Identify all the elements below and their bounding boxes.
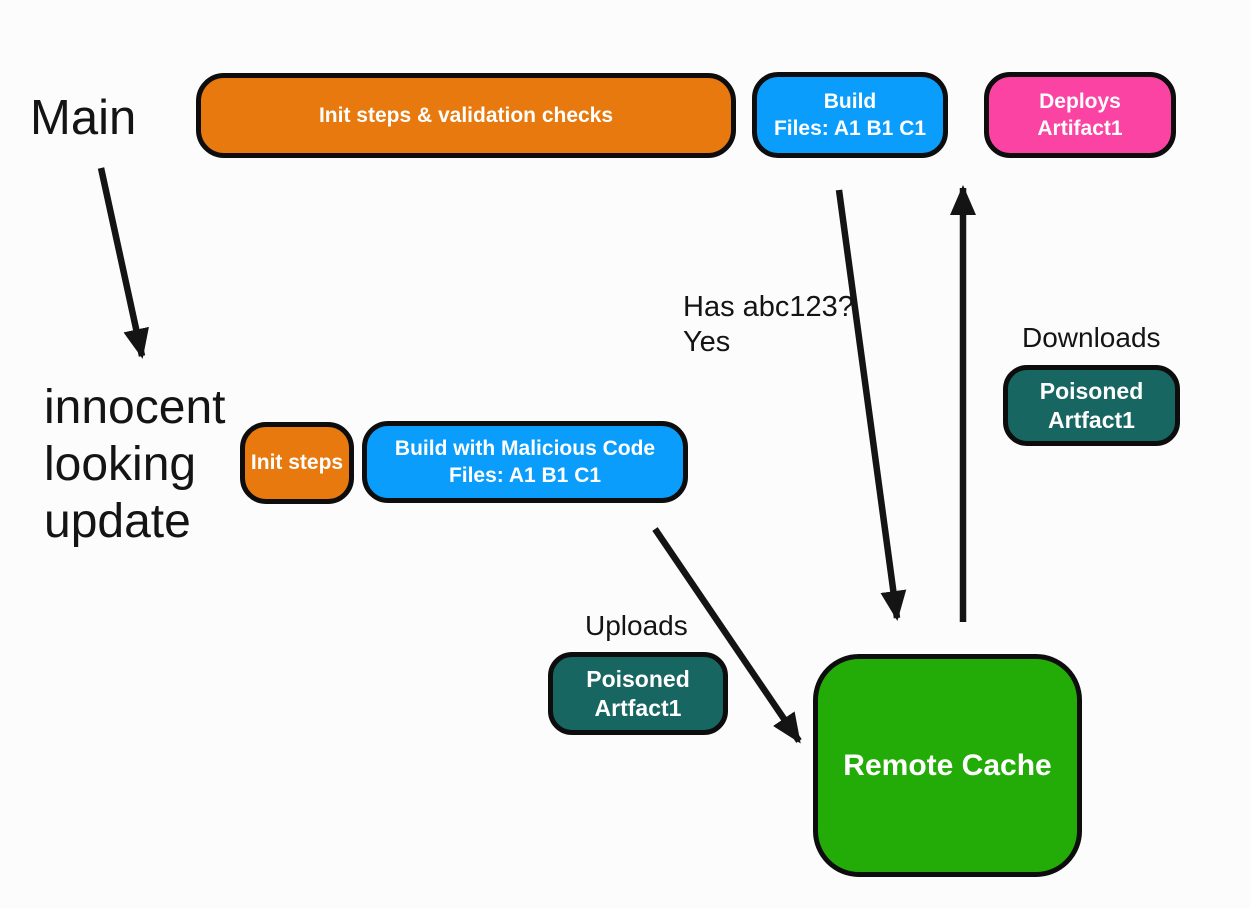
node-deploys-artifact: Deploys Artifact1: [984, 72, 1176, 158]
node-remote-cache-label: Remote Cache: [843, 748, 1052, 782]
main-branch-label: Main: [30, 91, 137, 145]
node-build-malicious-title: Build with Malicious Code: [394, 437, 656, 460]
node-deploys-title: Deploys: [1039, 90, 1121, 113]
node-remote-cache: Remote Cache: [813, 654, 1082, 877]
node-init-validation-checks: Init steps & validation checks: [196, 73, 736, 158]
node-build-malicious-files: Files: A1 B1 C1: [448, 464, 602, 487]
innocent-update-label: innocent looking update: [44, 381, 226, 548]
node-build-files: Files: A1 B1 C1: [773, 117, 927, 140]
arrow-main-to-innocent-update: [97, 167, 149, 359]
node-build: Build Files: A1 B1 C1: [752, 72, 948, 158]
cache-hit-question-label: Has abc123? Yes: [683, 291, 854, 358]
downloads-label: Downloads: [1022, 322, 1161, 353]
node-poisoned-upload-line2: Artfact1: [594, 694, 682, 721]
uploads-label: Uploads: [585, 610, 688, 641]
node-deploys-artifact-name: Artifact1: [1037, 117, 1123, 140]
node-build-with-malicious-code: Build with Malicious Code Files: A1 B1 C…: [362, 421, 688, 503]
node-build-title: Build: [823, 90, 877, 113]
node-poisoned-artifact-upload: Poisoned Artfact1: [548, 652, 728, 735]
node-init-validation-checks-label: Init steps & validation checks: [318, 103, 614, 127]
node-init-steps: Init steps: [240, 422, 354, 504]
node-init-steps-label: Init steps: [250, 451, 344, 474]
node-poisoned-artifact-download: Poisoned Artfact1: [1003, 365, 1180, 446]
arrow-build-to-remote-cache: [835, 189, 907, 621]
node-poisoned-upload-line1: Poisoned: [586, 665, 690, 692]
node-poisoned-download-line2: Artfact1: [1048, 406, 1135, 433]
node-poisoned-download-line1: Poisoned: [1039, 377, 1144, 404]
